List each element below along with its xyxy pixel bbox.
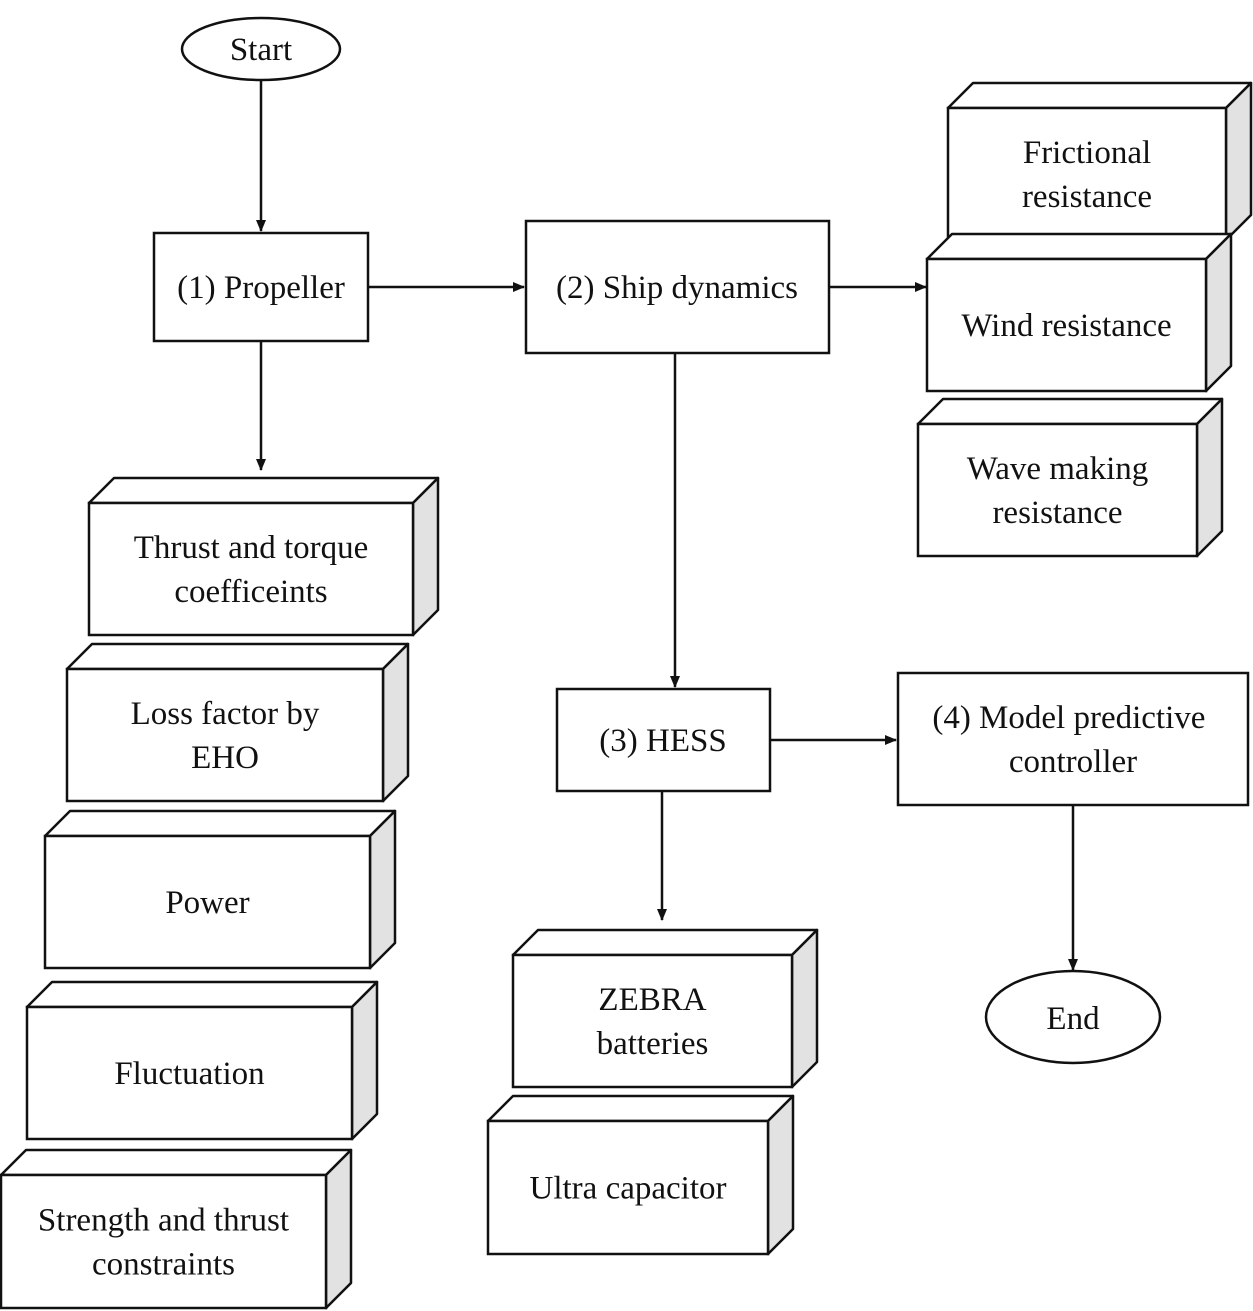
block-wind-resistance-top-face [925, 232, 1233, 261]
resistance-subitems: Frictional resistance Wind resistance Wav… [916, 81, 1253, 558]
block-strength-thrust-constraints-side-face [324, 1148, 353, 1310]
block-thrust-torque-coefficients-label: Thrust and torque coefficeints [134, 530, 369, 610]
block-loss-factor-eho-label-line-2: EHO [191, 740, 259, 776]
end-label: End [1046, 1001, 1100, 1037]
block-wave-making-resistance-side-face [1195, 397, 1224, 558]
block-wind-resistance-front-face [925, 257, 1208, 393]
block-loss-factor-eho: Loss factor by EHO [65, 642, 410, 803]
block-power-top-face [43, 809, 397, 838]
block-loss-factor-eho-label-line-1: Loss factor by [131, 696, 320, 732]
block-frictional-resistance-front-face [946, 106, 1228, 242]
step-mpc-label: (4) Model predictive controller [932, 700, 1213, 780]
block-ultra-capacitor-label-line-1: Ultra capacitor [530, 1171, 727, 1207]
block-thrust-torque-coefficients-top-face [87, 476, 440, 505]
block-frictional-resistance-label: Frictional resistance [1022, 135, 1152, 215]
step-propeller: (1) Propeller [152, 231, 370, 343]
block-power-side-face [368, 809, 397, 970]
step-propeller-label: (1) Propeller [177, 270, 345, 306]
block-power-label: Power [165, 885, 249, 921]
block-fluctuation-label-line-1: Fluctuation [114, 1056, 264, 1092]
block-fluctuation-top-face [25, 980, 379, 1009]
block-power-label-line-1: Power [165, 885, 249, 921]
block-ultra-capacitor-label: Ultra capacitor [530, 1171, 727, 1207]
block-frictional-resistance-label-line-1: Frictional [1023, 135, 1151, 171]
connectors [256, 80, 1078, 971]
block-zebra-batteries-label-line-1: ZEBRA [598, 982, 706, 1018]
block-fluctuation: Fluctuation [25, 980, 379, 1141]
block-thrust-torque-coefficients: Thrust and torque coefficeints [87, 476, 440, 637]
block-zebra-batteries-label: ZEBRA batteries [597, 982, 709, 1062]
block-strength-thrust-constraints-front-face [0, 1173, 328, 1310]
block-thrust-torque-coefficients-label-line-1: Thrust and torque [134, 530, 369, 566]
step-ship-dynamics-label: (2) Ship dynamics [556, 270, 798, 306]
block-fluctuation-label: Fluctuation [114, 1056, 264, 1092]
block-strength-thrust-constraints-top-face [0, 1148, 353, 1177]
block-wind-resistance-label: Wind resistance [961, 308, 1171, 344]
block-frictional-resistance: Frictional resistance [946, 81, 1253, 242]
block-loss-factor-eho-side-face [381, 642, 410, 803]
start-terminal: Start [180, 16, 342, 82]
block-strength-thrust-constraints-label-line-1: Strength and thrust [38, 1203, 289, 1239]
step-mpc-label-line-1: (4) Model predictive [932, 700, 1205, 736]
block-frictional-resistance-top-face [946, 81, 1253, 110]
block-wave-making-resistance: Wave making resistance [916, 397, 1224, 558]
block-zebra-batteries-front-face [511, 953, 794, 1089]
block-ultra-capacitor-front-face [486, 1119, 770, 1256]
block-wave-making-resistance-top-face [916, 397, 1224, 426]
block-zebra-batteries-label-line-2: batteries [597, 1026, 709, 1062]
step-ship-dynamics: (2) Ship dynamics [524, 219, 831, 355]
block-wave-making-resistance-label-line-2: resistance [992, 495, 1122, 531]
block-thrust-torque-coefficients-front-face [87, 501, 415, 637]
block-frictional-resistance-label-line-2: resistance [1022, 179, 1152, 215]
block-zebra-batteries-side-face [790, 928, 819, 1089]
start-label: Start [230, 32, 292, 68]
block-ultra-capacitor-top-face [486, 1094, 795, 1123]
block-thrust-torque-coefficients-label-line-2: coefficeints [174, 574, 327, 610]
end-terminal: End [984, 969, 1162, 1065]
block-fluctuation-front-face [25, 1005, 354, 1141]
block-loss-factor-eho-label: Loss factor by EHO [131, 696, 320, 776]
block-strength-thrust-constraints-label: Strength and thrust constraints [38, 1203, 289, 1283]
block-wind-resistance: Wind resistance [925, 232, 1233, 393]
block-wind-resistance-label-line-1: Wind resistance [961, 308, 1171, 344]
block-wave-making-resistance-front-face [916, 422, 1199, 558]
block-wave-making-resistance-label-line-1: Wave making [967, 451, 1149, 487]
step-hess-label: (3) HESS [599, 723, 726, 759]
block-thrust-torque-coefficients-side-face [411, 476, 440, 637]
block-ultra-capacitor: Ultra capacitor [486, 1094, 795, 1256]
block-ultra-capacitor-side-face [766, 1094, 795, 1256]
block-wind-resistance-side-face [1204, 232, 1233, 393]
block-zebra-batteries-top-face [511, 928, 819, 957]
block-power: Power [43, 809, 397, 970]
block-power-front-face [43, 834, 372, 970]
block-fluctuation-side-face [350, 980, 379, 1141]
block-loss-factor-eho-front-face [65, 667, 385, 803]
hess-subitems: ZEBRA batteries Ultra capacitor [486, 928, 819, 1256]
propeller-subitems: Thrust and torque coefficeints Loss facto… [0, 476, 440, 1310]
block-wave-making-resistance-label: Wave making resistance [967, 451, 1149, 531]
step-mpc-label-line-2: controller [1009, 744, 1137, 780]
step-model-predictive-controller: (4) Model predictive controller [896, 671, 1250, 807]
block-strength-thrust-constraints-label-line-2: constraints [92, 1247, 235, 1283]
block-loss-factor-eho-top-face [65, 642, 410, 671]
step-hess: (3) HESS [555, 687, 772, 793]
block-frictional-resistance-side-face [1224, 81, 1253, 242]
block-zebra-batteries: ZEBRA batteries [511, 928, 819, 1089]
block-strength-thrust-constraints: Strength and thrust constraints [0, 1148, 353, 1310]
